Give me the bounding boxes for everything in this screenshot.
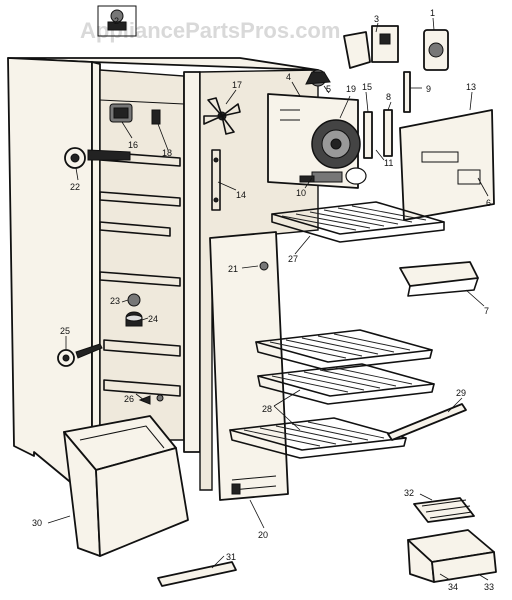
shelf-27 [271,201,445,243]
dairy-tray-7 [399,261,479,297]
callout-8: 8 [386,92,391,102]
kick-strip-31 [157,561,237,587]
callout-17: 17 [232,80,242,90]
callout-6: 6 [486,198,491,208]
callout-2: 2 [114,16,119,26]
dairy-bin-33 [407,529,497,583]
callout-11: 11 [384,158,393,168]
callout-13: 13 [466,82,476,92]
leader-lines [47,17,489,581]
callout-3: 3 [374,14,379,24]
callout-33: 33 [484,582,494,592]
callout-14: 14 [236,190,246,200]
top-right-parts [343,25,449,71]
freezer-basket-30 [63,415,189,557]
egg-tray-32 [413,497,475,523]
callout-15: 15 [362,82,372,92]
callout-18: 18 [162,148,172,158]
fan-motor-assembly [267,69,361,189]
callout-7: 7 [484,306,489,316]
callout-26: 26 [124,394,134,404]
control-cover-panel [399,109,495,221]
evaporator-fan-blade [203,97,241,135]
freezer-control-parts [64,103,161,169]
callout-5: 5 [326,84,331,94]
callout-30: 30 [32,518,42,528]
callout-19: 19 [346,84,356,94]
shelf-28-bottom [229,417,407,459]
callout-32: 32 [404,488,414,498]
callout-9: 9 [426,84,431,94]
callout-16: 16 [128,140,138,150]
callout-24: 24 [148,314,158,324]
callout-34: 34 [448,582,458,592]
callout-1: 1 [430,8,435,18]
callout-27: 27 [288,254,298,264]
light-bulb-socket [299,167,367,185]
callout-22: 22 [70,182,80,192]
callout-29: 29 [456,388,466,398]
callout-31: 31 [226,552,236,562]
callout-labels: 2 1 3 4 5 6 7 8 9 10 11 13 14 15 16 17 1… [32,8,494,592]
callout-10: 10 [296,188,306,198]
small-hardware-parts [57,293,164,405]
bracket-part-14 [211,149,221,211]
callout-4: 4 [286,72,291,82]
callout-23: 23 [110,296,120,306]
callout-21: 21 [228,264,238,274]
shelf-28-top [255,329,433,371]
trim-strip-29 [387,403,467,441]
callout-28: 28 [262,404,272,414]
callout-25: 25 [60,326,70,336]
part-top-left-inset [97,5,137,37]
callout-20: 20 [258,530,268,540]
rear-panel [209,231,289,501]
shelf-28-middle [257,363,435,405]
